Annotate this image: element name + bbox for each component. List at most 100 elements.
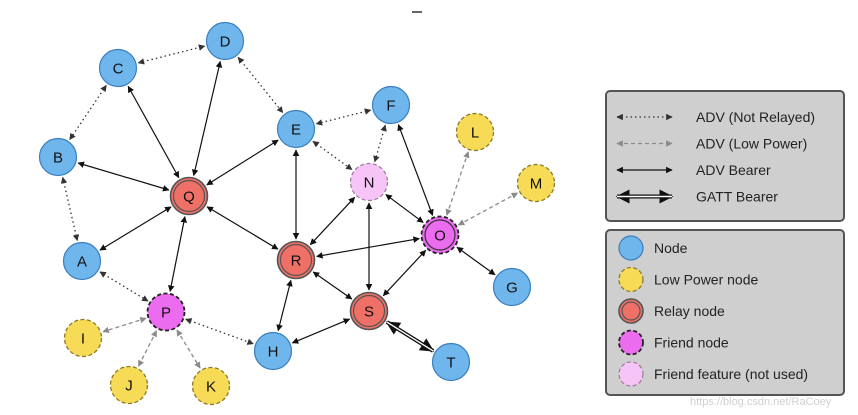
- edge-p-h: [185, 318, 254, 345]
- node-label-q: Q: [183, 189, 195, 206]
- node-label-p: P: [161, 305, 171, 322]
- legend-edge-label: ADV Bearer: [696, 162, 771, 178]
- edge-o-s: [382, 249, 427, 297]
- node-label-k: K: [206, 379, 216, 396]
- node-label-t: T: [446, 355, 455, 372]
- node-j: J: [109, 365, 149, 405]
- watermark-text: https://blog.csdn.net/RaCoey: [690, 396, 832, 408]
- node-h: H: [253, 331, 293, 371]
- node-n: N: [349, 162, 389, 202]
- node-label-a: A: [77, 254, 87, 271]
- legend-edge-types: ADV (Not Relayed) ADV (Low Power) ADV Bear…: [605, 90, 845, 222]
- node-label-o: O: [434, 228, 446, 245]
- legend-node-swatch: [618, 235, 644, 261]
- legend-node-item: Friend node: [618, 329, 729, 356]
- edge-q-a: [99, 206, 172, 251]
- edge-q-r: [206, 206, 279, 250]
- legend-node-label: Node: [654, 240, 688, 256]
- nodes-layer: A B C D E F G H T I J K L M Q R S O P N: [38, 21, 556, 406]
- node-label-h: H: [268, 344, 279, 361]
- edge-a-p: [99, 271, 149, 302]
- legend-node-box: [605, 229, 845, 396]
- legend-edge-item: ADV (Not Relayed): [616, 109, 815, 125]
- legend-node-label: Relay node: [654, 303, 725, 319]
- legend-node-item: Low Power node: [618, 266, 759, 293]
- node-l: L: [455, 112, 495, 152]
- edge-c-b: [69, 84, 107, 141]
- node-f: F: [371, 85, 411, 125]
- legend-edge-box: [605, 90, 845, 222]
- node-i: I: [63, 318, 103, 358]
- node-label-s: S: [364, 304, 374, 321]
- legend-node-label: Friend node: [654, 335, 729, 351]
- node-d: D: [205, 21, 245, 61]
- node-c: C: [98, 48, 138, 88]
- edge-n-o: [385, 194, 424, 223]
- node-label-m: M: [530, 176, 543, 193]
- edge-o-l: [445, 151, 470, 216]
- node-p: P: [146, 292, 186, 332]
- edge-p-k: [176, 329, 201, 369]
- legend-edge-item: ADV (Low Power): [616, 136, 807, 152]
- edge-q-b: [77, 161, 170, 192]
- edge-p-i: [102, 316, 147, 334]
- legend-node-item: Node: [618, 235, 688, 261]
- node-g: G: [492, 267, 532, 307]
- edge-n-r: [309, 196, 356, 246]
- legend-node-swatch: [618, 361, 644, 387]
- node-r: R: [276, 240, 316, 280]
- edge-b-a: [60, 176, 80, 242]
- edge-f-o: [397, 124, 434, 216]
- node-label-d: D: [220, 34, 231, 51]
- edge-f-e: [315, 108, 372, 126]
- edge-s-t: [385, 320, 435, 353]
- legend-node-item: Friend feature (not used): [618, 361, 808, 387]
- edge-q-p: [168, 215, 187, 293]
- node-label-i: I: [81, 331, 85, 348]
- edges-layer: [60, 44, 519, 369]
- edge-d-e: [237, 56, 284, 114]
- edge-e-n: [312, 140, 353, 171]
- legend-edge-item: GATT Bearer: [615, 189, 778, 205]
- node-label-c: C: [113, 61, 124, 78]
- node-e: E: [276, 109, 316, 149]
- legend-node-label: Friend feature (not used): [654, 366, 808, 382]
- legend-edge-label: ADV (Not Relayed): [696, 109, 815, 125]
- node-label-n: N: [364, 175, 375, 192]
- edge-f-n: [373, 124, 387, 163]
- legend-node-item: Relay node: [618, 298, 725, 324]
- legend-node-swatch: [618, 329, 644, 356]
- node-label-j: J: [125, 378, 133, 395]
- node-t: T: [431, 342, 471, 382]
- node-label-r: R: [291, 253, 302, 270]
- node-label-e: E: [291, 122, 301, 139]
- edge-q-c: [127, 85, 180, 179]
- edge-c-d: [137, 44, 206, 65]
- edge-q-e: [206, 139, 279, 186]
- edge-r-h: [276, 279, 293, 332]
- edge-q-d: [191, 60, 223, 177]
- legend-edge-item: ADV Bearer: [616, 162, 771, 178]
- legend-node-label: Low Power node: [654, 272, 759, 288]
- edge-p-j: [137, 330, 158, 367]
- legend-node-swatch: [618, 266, 644, 293]
- node-m: M: [516, 163, 556, 203]
- legend-edge-label: GATT Bearer: [696, 189, 778, 205]
- legend-node-swatch: [618, 298, 644, 324]
- node-label-f: F: [386, 98, 395, 115]
- edge-o-g: [456, 246, 496, 276]
- edge-o-m: [457, 192, 519, 226]
- top-mark: [412, 11, 422, 13]
- legend-edge-label: ADV (Low Power): [696, 136, 807, 152]
- node-q: Q: [169, 176, 209, 216]
- node-label-b: B: [53, 150, 63, 167]
- node-label-g: G: [506, 280, 518, 297]
- node-o: O: [420, 215, 460, 255]
- node-b: B: [38, 137, 78, 177]
- node-label-l: L: [471, 125, 479, 142]
- edge-r-s: [312, 271, 353, 300]
- node-s: S: [349, 291, 389, 331]
- node-k: K: [191, 366, 231, 406]
